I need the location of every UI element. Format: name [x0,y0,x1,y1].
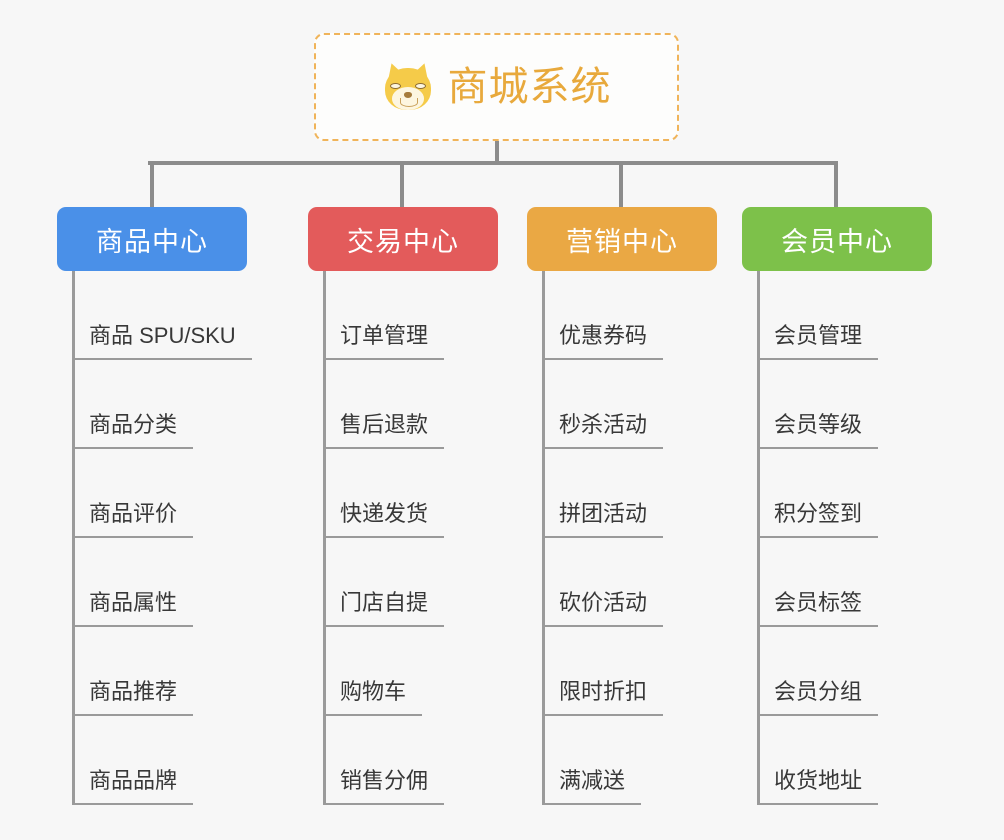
category-items-3: 优惠券码 秒杀活动 拼团活动 砍价活动 限时折扣 满减送 [527,271,717,805]
leaf-label: 秒杀活动 [542,414,664,449]
category-header-label-4: 会员中心 [781,226,893,257]
leaf-label: 门店自提 [323,592,445,627]
leaf-label: 销售分佣 [323,770,445,805]
leaf-label: 会员标签 [757,592,879,627]
leaf-label: 拼团活动 [542,503,664,538]
list-item[interactable]: 商品属性 [72,538,247,627]
list-item[interactable]: 订单管理 [323,271,498,360]
list-item[interactable]: 商品评价 [72,449,247,538]
trunk-line-3 [542,271,545,805]
category-column-商品中心: 商品中心 商品 SPU/SKU 商品分类 商品评价 商品属性 商品推荐 商品品牌 [57,207,252,805]
leaf-label: 砍价活动 [542,592,664,627]
list-item[interactable]: 商品品牌 [72,716,247,805]
list-item[interactable]: 收货地址 [757,716,932,805]
list-item[interactable]: 优惠券码 [542,271,717,360]
category-items-4: 会员管理 会员等级 积分签到 会员标签 会员分组 收货地址 [742,271,932,805]
leaf-label: 满减送 [542,770,642,805]
trunk-line-4 [757,271,760,805]
category-header-4[interactable]: 会员中心 [742,207,932,271]
shiba-mouth-icon [399,98,418,107]
connector-root-stem [495,141,499,165]
list-item[interactable]: 拼团活动 [542,449,717,538]
leaf-label: 会员管理 [757,325,879,360]
leaf-label: 收货地址 [757,770,879,805]
list-item[interactable]: 秒杀活动 [542,360,717,449]
list-item[interactable]: 商品分类 [72,360,247,449]
category-items-2: 订单管理 售后退款 快递发货 门店自提 购物车 销售分佣 [308,271,498,805]
list-item[interactable]: 会员等级 [757,360,932,449]
shiba-inu-emoji [382,60,434,113]
list-item[interactable]: 会员标签 [757,538,932,627]
category-header-3[interactable]: 营销中心 [527,207,717,271]
list-item[interactable]: 商品推荐 [72,627,247,716]
leaf-label: 商品品牌 [72,770,194,805]
category-header-label-3: 营销中心 [566,226,678,257]
leaf-label: 售后退款 [323,414,445,449]
list-item[interactable]: 购物车 [323,627,498,716]
shiba-eye-right-icon [414,83,426,89]
list-item[interactable]: 商品 SPU/SKU [72,271,252,360]
list-item[interactable]: 快递发货 [323,449,498,538]
category-column-营销中心: 营销中心 优惠券码 秒杀活动 拼团活动 砍价活动 限时折扣 满减送 [527,207,717,805]
connector-horizontal-bus [148,161,838,165]
trunk-line-1 [72,271,75,805]
leaf-label: 商品分类 [72,414,194,449]
root-title: 商城系统 [447,65,612,109]
leaf-label: 限时折扣 [542,681,664,716]
list-item[interactable]: 积分签到 [757,449,932,538]
category-column-会员中心: 会员中心 会员管理 会员等级 积分签到 会员标签 会员分组 收货地址 [742,207,932,805]
category-items-1: 商品 SPU/SKU 商品分类 商品评价 商品属性 商品推荐 商品品牌 [57,271,252,805]
list-item[interactable]: 限时折扣 [542,627,717,716]
category-header-1[interactable]: 商品中心 [57,207,247,271]
leaf-label: 快递发货 [323,503,445,538]
connector-drop-2 [400,161,404,209]
leaf-label: 优惠券码 [542,325,664,360]
category-header-2[interactable]: 交易中心 [308,207,498,271]
leaf-label: 购物车 [323,681,423,716]
leaf-label: 会员分组 [757,681,879,716]
list-item[interactable]: 销售分佣 [323,716,498,805]
connector-drop-1 [150,161,154,209]
leaf-label: 商品推荐 [72,681,194,716]
list-item[interactable]: 售后退款 [323,360,498,449]
category-header-label-2: 交易中心 [347,226,459,257]
connector-drop-3 [619,161,623,209]
root-node[interactable]: 商城系统 [314,33,679,141]
list-item[interactable]: 砍价活动 [542,538,717,627]
leaf-label: 积分签到 [757,503,879,538]
leaf-label: 商品 SPU/SKU [72,325,252,360]
trunk-line-2 [323,271,326,805]
leaf-label: 商品评价 [72,503,194,538]
shiba-eye-left-icon [389,83,401,89]
leaf-label: 会员等级 [757,414,879,449]
shiba-nose-icon [403,92,412,98]
category-column-交易中心: 交易中心 订单管理 售后退款 快递发货 门店自提 购物车 销售分佣 [308,207,498,805]
list-item[interactable]: 会员分组 [757,627,932,716]
leaf-label: 订单管理 [323,325,445,360]
list-item[interactable]: 门店自提 [323,538,498,627]
category-header-label-1: 商品中心 [96,226,208,257]
list-item[interactable]: 会员管理 [757,271,932,360]
connector-drop-4 [834,161,838,209]
leaf-label: 商品属性 [72,592,194,627]
list-item[interactable]: 满减送 [542,716,717,805]
